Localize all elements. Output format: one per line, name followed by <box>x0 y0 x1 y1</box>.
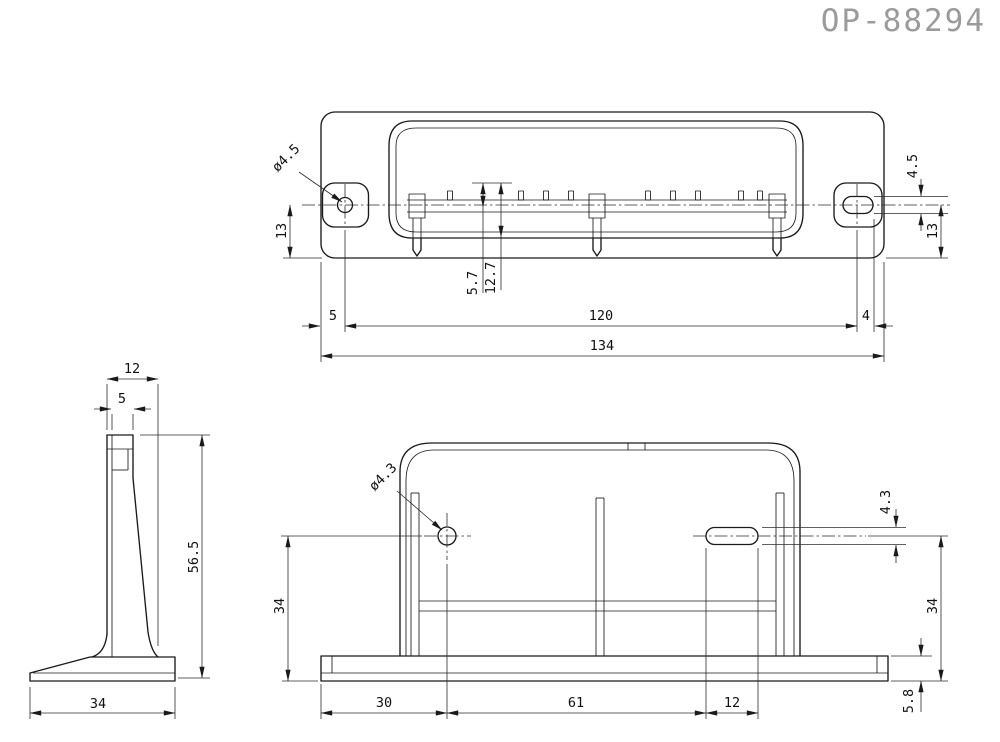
top-hole-callout-label: ø4.5 <box>269 141 303 175</box>
side-view: 12 5 56.5 34 <box>29 361 210 719</box>
dim-front-61: 61 <box>568 695 584 711</box>
dim-side-34: 34 <box>90 696 106 712</box>
top-body-outline <box>320 111 885 259</box>
front-hole-callout-label: ø4.3 <box>366 460 400 494</box>
front-view-details <box>321 443 888 674</box>
top-view-details <box>395 127 797 238</box>
dim-top-120: 120 <box>589 308 613 324</box>
front-body-outline <box>399 442 801 657</box>
right-slot-hole <box>842 195 874 215</box>
front-slot-hole <box>705 526 759 546</box>
side-view-part <box>29 434 176 682</box>
housing-outline <box>388 120 804 239</box>
dim-side-5: 5 <box>118 391 126 407</box>
dim-side-12: 12 <box>124 361 140 377</box>
dim-top-134: 134 <box>590 338 614 354</box>
dim-front-12: 12 <box>724 695 740 711</box>
dim-top-slot-4-5: 4.5 <box>905 154 921 178</box>
drawing-number: OP-88294 <box>821 3 986 39</box>
dim-top-left-13: 13 <box>274 223 290 239</box>
top-view-dimensions <box>283 171 948 362</box>
pin-middle <box>592 237 602 257</box>
dim-top-5-7: 5.7 <box>465 271 481 295</box>
dim-top-12-7: 12.7 <box>483 262 499 295</box>
dim-front-30: 30 <box>376 695 392 711</box>
dim-front-right-34: 34 <box>925 598 941 614</box>
side-view-dimensions <box>29 376 210 719</box>
dim-top-4: 4 <box>862 308 870 324</box>
front-base <box>320 655 889 682</box>
dim-front-4-3: 4.3 <box>878 490 894 514</box>
dim-side-56-5: 56.5 <box>186 541 202 574</box>
front-view-dimensions <box>281 490 948 719</box>
front-view: ø4.3 4.3 34 34 5.8 30 61 12 <box>272 442 948 719</box>
dim-top-right-13: 13 <box>925 223 941 239</box>
dim-front-left-34: 34 <box>272 598 288 614</box>
top-view-part <box>320 111 885 259</box>
dim-top-5: 5 <box>329 308 337 324</box>
side-view-details <box>33 435 175 674</box>
front-view-part <box>320 442 889 682</box>
front-view-centerlines <box>424 513 866 560</box>
dim-front-5-8: 5.8 <box>901 689 917 713</box>
side-base <box>29 656 176 682</box>
top-view: ø4.5 13 4.5 13 5.7 12.7 5 120 4 134 <box>269 111 950 362</box>
pin-left <box>412 237 422 257</box>
top-view-centerlines <box>302 184 950 226</box>
pin-right <box>772 237 782 257</box>
